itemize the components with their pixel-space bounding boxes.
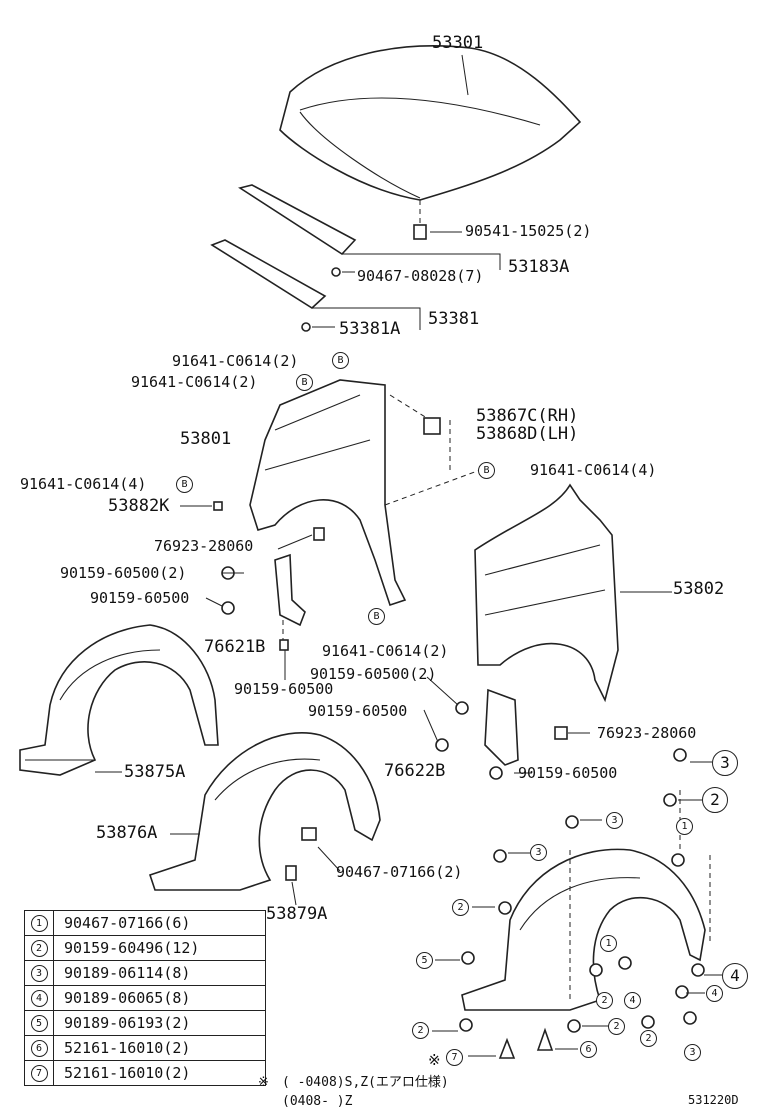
label-clip-b-2: 91641-C0614(2): [131, 373, 258, 391]
hood-drawing: [279, 45, 582, 201]
legend-key: 7: [30, 1064, 48, 1082]
legend-part: 52161-16010(2): [64, 1064, 191, 1082]
label-bracket-rh: 53867C(RH): [476, 406, 579, 426]
marker-1-a: 1: [676, 818, 693, 835]
legend-part: 90467-07166(6): [64, 914, 191, 932]
label-clip-g: 90467-07166(2): [336, 863, 463, 881]
seal-strips-drawing: [210, 184, 501, 332]
legend-key: 2: [30, 939, 48, 957]
marker-2-d: 2: [608, 1018, 625, 1035]
label-hood: 53301: [432, 33, 484, 53]
label-clip-b-3: 91641-C0614(4): [20, 475, 147, 493]
legend-key: 6: [30, 1039, 48, 1057]
liner-a-drawing: [19, 624, 219, 776]
marker-3-b: 3: [530, 844, 547, 861]
label-seal-upper-clip: 90467-08028(7): [357, 267, 484, 285]
fender-lh-drawing: [474, 483, 672, 703]
marker-2-large: 2: [702, 787, 728, 813]
label-liner-b: 53876A: [96, 823, 158, 843]
note-symbol-diagram: ※: [428, 1051, 441, 1069]
label-insulator: 53882K: [108, 496, 170, 516]
marker-b-3: B: [176, 476, 193, 493]
fender-rh-drawing: [249, 379, 481, 607]
marker-5-a: 5: [416, 952, 433, 969]
legend-key: 4: [30, 989, 48, 1007]
marker-b-2: B: [296, 374, 313, 391]
footnote-symbol: ※: [258, 1075, 269, 1090]
legend-row: 1 90467-07166(6): [25, 911, 265, 935]
marker-7: 7: [446, 1049, 463, 1066]
label-clip-b-4: 91641-C0614(4): [530, 461, 657, 479]
hood-bolt-drawing: [413, 200, 462, 240]
label-liner-a: 53875A: [124, 762, 186, 782]
marker-3-c: 3: [684, 1044, 701, 1061]
marker-b-5: B: [368, 608, 385, 625]
marker-4-b: 4: [706, 985, 723, 1002]
label-bolt-c: 90159-60500: [234, 680, 334, 698]
label-mudguard-lh: 76622B: [384, 761, 446, 781]
legend-part: 90189-06065(8): [64, 989, 191, 1007]
legend-key: 5: [30, 1014, 48, 1032]
legend-row: 7 52161-16010(2): [25, 1060, 265, 1085]
label-bolt-f: 90159-60500: [518, 764, 618, 782]
marker-b-4: B: [478, 462, 495, 479]
marker-6: 6: [580, 1041, 597, 1058]
liner-c-drawing: [461, 790, 711, 1011]
legend-part: 90189-06114(8): [64, 964, 191, 982]
label-seal-879: 53879A: [266, 904, 328, 924]
footnote-line-1: ( -0408)S,Z(エアロ仕様): [282, 1075, 449, 1090]
legend-row: 4 90189-06065(8): [25, 985, 265, 1010]
label-clip-b-1: 91641-C0614(2): [172, 352, 299, 370]
legend-part: 52161-16010(2): [64, 1039, 191, 1057]
marker-3-large: 3: [712, 750, 738, 776]
label-fender-rh: 53801: [180, 429, 232, 449]
label-bolt-b: 90159-60500: [90, 589, 190, 607]
label-bracket-lh: 53868D(LH): [476, 424, 579, 444]
label-clip-b-5: 91641-C0614(2): [322, 642, 449, 660]
label-seal-upper: 53183A: [508, 257, 570, 277]
legend-row: 6 52161-16010(2): [25, 1035, 265, 1060]
fastener-legend-table: 1 90467-07166(6) 2 90159-60496(12) 3 901…: [24, 910, 266, 1086]
marker-b-1: B: [332, 352, 349, 369]
marker-2-e: 2: [640, 1030, 657, 1047]
label-bolt-d: 90159-60500(2): [310, 665, 437, 683]
legend-key: 3: [30, 964, 48, 982]
label-clip-76923-a: 76923-28060: [154, 537, 254, 555]
diagram-code: 531220D: [688, 1093, 739, 1107]
marker-4-large: 4: [722, 963, 748, 989]
legend-part: 90159-60496(12): [64, 939, 200, 957]
label-seal-lower: 53381A: [339, 319, 401, 339]
leader-lines: [180, 505, 722, 1057]
liner-b-drawing: [148, 732, 381, 891]
marker-1-b: 1: [600, 935, 617, 952]
label-hood-bolt: 90541-15025(2): [465, 222, 592, 240]
marker-4-a: 4: [624, 992, 641, 1009]
label-clip-76923-b: 76923-28060: [597, 724, 697, 742]
label-seal-lower-group: 53381: [428, 309, 480, 329]
legend-row: 3 90189-06114(8): [25, 960, 265, 985]
marker-2-a: 2: [452, 899, 469, 916]
marker-2-b: 2: [596, 992, 613, 1009]
legend-key: 1: [30, 914, 48, 932]
legend-row: 5 90189-06193(2): [25, 1010, 265, 1035]
legend-row: 2 90159-60496(12): [25, 935, 265, 960]
legend-part: 90189-06193(2): [64, 1014, 191, 1032]
fasteners-drawing: [213, 417, 705, 1059]
marker-3-a: 3: [606, 812, 623, 829]
label-fender-lh: 53802: [673, 579, 725, 599]
label-bolt-a: 90159-60500(2): [60, 564, 187, 582]
footnote-line-2: (0408- )Z: [282, 1094, 353, 1109]
label-bolt-e: 90159-60500: [308, 702, 408, 720]
marker-2-c: 2: [412, 1022, 429, 1039]
label-mudguard-rh: 76621B: [204, 637, 266, 657]
mudguards-drawing: [274, 553, 519, 766]
